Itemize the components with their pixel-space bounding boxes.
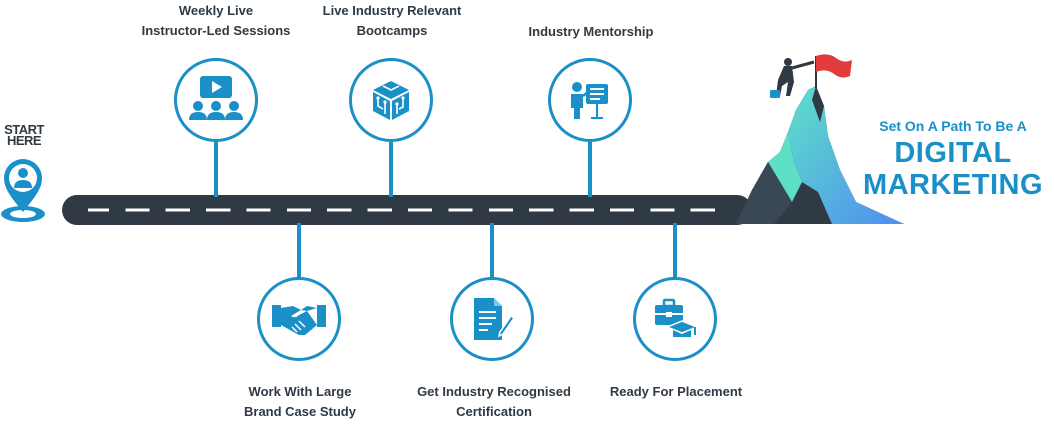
milestone-circle-placement <box>633 277 717 361</box>
milestone-stem <box>214 142 218 197</box>
label-line: Get Industry Recognised <box>417 384 571 399</box>
goal-title-line-1: DIGITAL <box>894 137 1012 169</box>
milestone-circle-certification <box>450 277 534 361</box>
milestone-circle-mentorship <box>548 58 632 142</box>
milestone-circle-sessions <box>174 58 258 142</box>
mountain-climber-illustration <box>736 54 904 224</box>
handshake-icon <box>272 305 326 335</box>
milestone-label-bootcamps: Live Industry Relevant Bootcamps <box>307 1 477 41</box>
road-dashes <box>88 208 726 212</box>
certificate-document-icon <box>474 298 514 340</box>
location-pin-icon <box>1 159 45 222</box>
milestone-label-mentorship: Industry Mentorship <box>506 22 676 42</box>
goal-title-line-2: MARKETING <box>862 169 1044 201</box>
label-line: Live Industry Relevant <box>322 3 462 18</box>
milestone-stem <box>490 223 494 279</box>
milestone-label-placement: Ready For Placement <box>591 382 761 402</box>
label-line: Instructor-Led Sessions <box>141 23 291 38</box>
label-line: Certification <box>456 404 532 419</box>
circuit-cube-icon <box>373 81 409 120</box>
milestone-label-sessions: Weekly Live Instructor-Led Sessions <box>131 1 301 41</box>
milestone-circle-bootcamps <box>349 58 433 142</box>
briefcase-graduation-icon <box>655 298 699 337</box>
goal-title: DIGITAL MARKETING <box>858 137 1048 201</box>
label-line: Bootcamps <box>356 23 428 38</box>
label-line: Brand Case Study <box>244 404 356 419</box>
milestone-label-certification: Get Industry Recognised Certification <box>409 382 579 422</box>
video-training-icon <box>189 76 243 120</box>
milestone-stem <box>297 223 301 279</box>
label-line: Industry Mentorship <box>528 24 654 39</box>
label-line: Weekly Live <box>178 3 254 18</box>
timeline-road <box>62 195 752 225</box>
start-label-line-1: START <box>4 122 44 137</box>
start-here-label: START HERE <box>2 122 46 148</box>
presenter-board-icon <box>571 82 608 119</box>
milestone-stem <box>673 223 677 279</box>
milestone-circle-case-study <box>257 277 341 361</box>
milestone-label-case-study: Work With Large Brand Case Study <box>215 382 385 422</box>
start-label-line-2: HERE <box>6 133 42 148</box>
milestone-stem <box>588 142 592 197</box>
milestone-stem <box>389 142 393 197</box>
label-line: Work With Large <box>248 384 352 399</box>
goal-tagline: Set On A Path To Be A <box>879 118 1027 134</box>
label-line: Ready For Placement <box>609 384 743 399</box>
